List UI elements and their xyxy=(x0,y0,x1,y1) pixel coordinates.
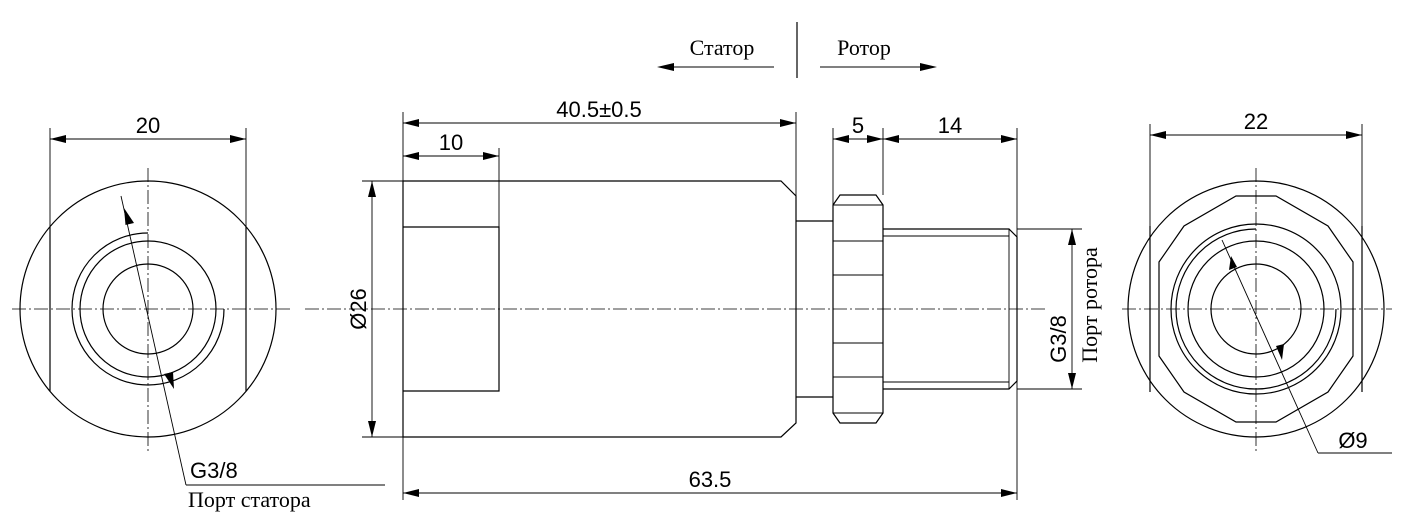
stator-arrow-icon xyxy=(657,63,674,71)
rotor-label: Ротор xyxy=(837,35,891,60)
direction-header: Статор Ротор xyxy=(657,22,937,78)
dim-right-width: 22 xyxy=(1244,109,1268,134)
dim-counterbore: 10 xyxy=(439,130,463,155)
stator-port-label: Порт статора xyxy=(188,487,311,512)
stator-port-thread: G3/8 xyxy=(190,458,238,483)
side-view-dimensions: 40.5±0.5 10 5 14 63.5 Ø26 G3/8 xyxy=(346,97,1102,500)
dim-body-length: 40.5±0.5 xyxy=(556,97,641,122)
side-view xyxy=(305,180,1045,438)
rotor-port-label: Порт ротора xyxy=(1077,247,1102,363)
dim-left-width: 20 xyxy=(136,113,160,138)
rotor-arrow-icon xyxy=(920,63,937,71)
bore-dia-label: Ø9 xyxy=(1338,428,1367,453)
left-end-view: 20 G3/8 Порт статора xyxy=(12,113,385,512)
stator-label: Статор xyxy=(690,35,755,60)
right-end-view: 22 Ø9 xyxy=(1122,109,1392,454)
rotor-port-thread: G3/8 xyxy=(1046,315,1071,363)
dim-thread-length: 14 xyxy=(938,113,962,138)
dim-body-dia: Ø26 xyxy=(346,288,371,330)
dim-nut-width: 5 xyxy=(852,113,864,138)
dim-total-length: 63.5 xyxy=(689,467,732,492)
